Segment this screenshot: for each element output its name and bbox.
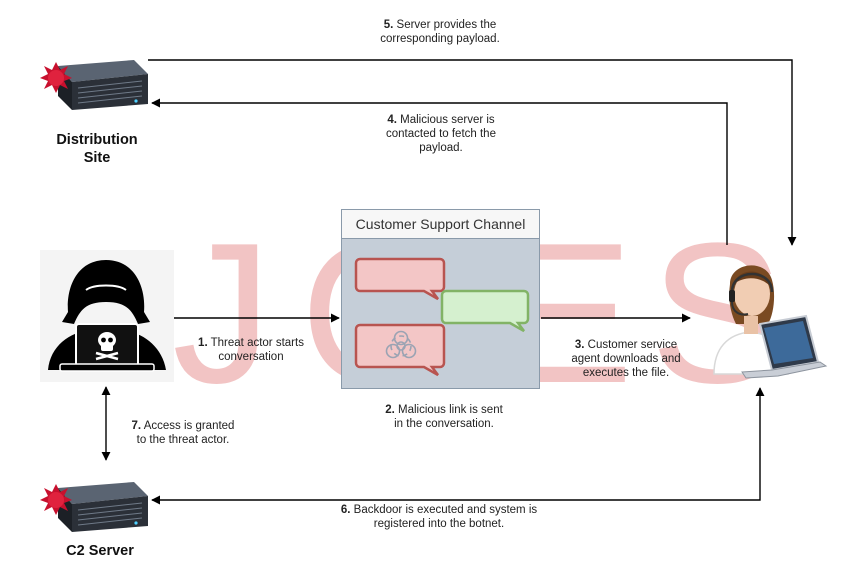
step-3-line2: agent downloads and — [571, 353, 681, 365]
biohazard-icon — [385, 330, 417, 359]
c2-server-icon — [40, 482, 148, 532]
distribution-server-icon — [40, 60, 148, 110]
step-6-line2: registered into the botnet. — [373, 518, 505, 530]
step-5-number: 5. — [383, 19, 394, 31]
distribution-site-label-line2: Site — [83, 150, 111, 166]
skull-icon — [95, 332, 119, 361]
channel-title: Customer Support Channel — [342, 210, 539, 239]
chat-bubble-green — [440, 289, 530, 333]
distribution-site-label-line1: Distribution — [56, 132, 138, 148]
customer-support-channel: Customer Support Channel — [341, 209, 540, 389]
step-4-line2: contacted to fetch the — [386, 128, 496, 140]
support-agent-icon — [713, 265, 828, 379]
step-4-line1: Malicious server is — [400, 114, 495, 126]
step-7-number: 7. — [131, 420, 142, 432]
step-7-line1: Access is granted — [143, 420, 235, 432]
step-7-line2: to the threat actor. — [136, 434, 230, 446]
virus-icon — [40, 62, 72, 93]
step-2-line2: in the conversation. — [394, 418, 494, 430]
c2-server-label: C2 Server — [66, 543, 134, 559]
step-4-line3: payload. — [419, 142, 463, 154]
step-6-line1: Backdoor is executed and system is — [353, 504, 538, 516]
arrow-step-4 — [151, 98, 728, 245]
step-2-line1: Malicious link is sent — [397, 404, 503, 416]
step-5-line1: Server provides the — [396, 19, 497, 31]
hooded-hacker-icon — [40, 250, 174, 382]
step-3-line3: executes the file. — [582, 367, 670, 379]
step-1-line1: Threat actor starts — [210, 337, 304, 349]
chat-bubbles — [354, 257, 530, 377]
step-3-line1: Customer service — [587, 339, 678, 351]
step-2-number: 2. — [385, 404, 395, 416]
arrow-step-5 — [148, 59, 797, 246]
step-5-line2: corresponding payload. — [380, 33, 500, 45]
step-1-line2: conversation — [218, 351, 284, 363]
chat-bubble-red — [354, 257, 446, 301]
step-6-number: 6. — [340, 504, 351, 516]
arrow-step-6 — [151, 387, 765, 505]
step-3-number: 3. — [574, 339, 585, 351]
step-1-number: 1. — [198, 337, 208, 349]
step-4-number: 4. — [387, 114, 397, 126]
virus-icon — [40, 484, 72, 515]
